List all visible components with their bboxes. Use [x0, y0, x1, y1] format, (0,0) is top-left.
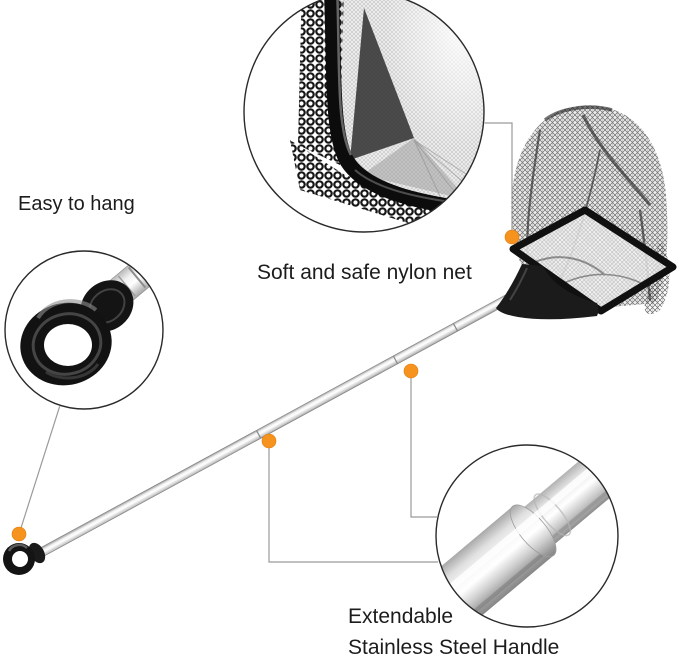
telescopic-joint-marks: [255, 323, 459, 439]
nylon-net-callout-border: [243, 0, 485, 233]
label-easy-to-hang: Easy to hang: [18, 193, 135, 215]
net-head: [496, 105, 677, 320]
inner-wrinkles: [534, 256, 646, 286]
hanging-ring-callout: [4, 250, 164, 410]
callout-marker-dot-net: [504, 229, 520, 245]
connector-line-net: [484, 122, 513, 231]
handle-joint-callout: [435, 444, 619, 628]
callout-marker-dot-ring: [11, 526, 27, 542]
nylon-net-closeup-photo: [290, 0, 484, 232]
label-extendable-line1: Extendable: [348, 605, 454, 628]
hanging-ring: [3, 543, 35, 575]
connector-line-joint-b: [410, 378, 437, 518]
net-frame: [509, 206, 677, 315]
frame-corner-closeup: [323, 0, 484, 220]
callout-marker-dot-joint-b: [403, 363, 419, 379]
connector-highlight: [509, 267, 528, 301]
frame-inner-mesh: [513, 210, 673, 311]
callout-marker-dot-joint-a: [261, 433, 277, 449]
hanging-ring-callout-border: [4, 250, 164, 410]
connector-line-joint-a: [268, 448, 438, 563]
label-extendable-line2: Stainless Steel Handle: [348, 636, 560, 654]
label-soft-nylon-net: Soft and safe nylon net: [257, 261, 472, 284]
joint-step: [509, 504, 557, 558]
connector-line-ring: [19, 406, 61, 532]
label-extendable-handle: Extendable Stainless Steel Handle: [348, 601, 559, 654]
nylon-net-callout: [243, 0, 485, 233]
inner-tube: [513, 445, 618, 553]
callout-marker-dots: [11, 229, 520, 542]
handle-joint-callout-border: [435, 444, 619, 628]
